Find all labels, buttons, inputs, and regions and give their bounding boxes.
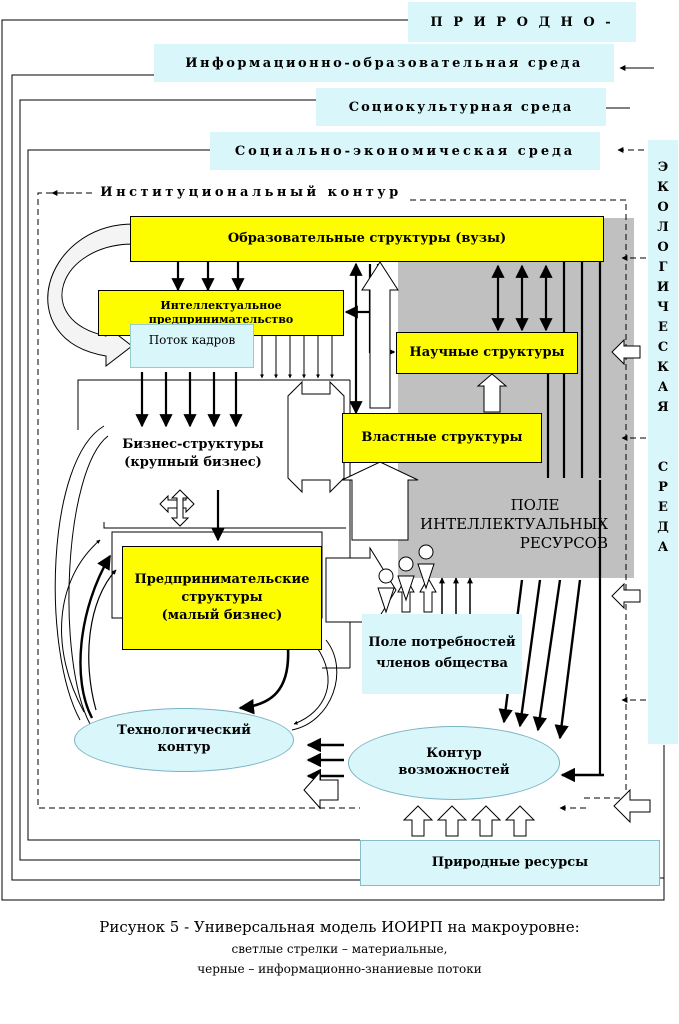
needs-line-2: членов общества	[376, 656, 508, 671]
big-business-label: Бизнес-структуры (крупный бизнес)	[118, 436, 268, 472]
big-business-line-1: Бизнес-структуры	[122, 437, 264, 452]
intellectual-line-1: Интеллектуальное	[160, 298, 282, 312]
tech-line-1: Технологический	[117, 723, 251, 739]
science-structures-box: Научные структуры	[396, 332, 578, 374]
eco-letter: С	[657, 340, 669, 355]
big-business-line-2: (крупный бизнес)	[124, 455, 262, 471]
natural-resources-box: Природные ресурсы	[360, 840, 660, 886]
eco-letter: Д	[657, 520, 669, 535]
field-line-3: РЕСУРСОВ	[519, 533, 608, 552]
thin-down-arrows	[260, 336, 334, 379]
tech-line-2: контур	[157, 740, 211, 755]
information-education-bar: Информационно-образовательная среда	[154, 44, 614, 82]
eco-letter: Е	[658, 320, 668, 335]
needs-field-box: Поле потребностей членов общества	[362, 614, 522, 694]
intellectual-resources-field-label: ПОЛЕ ИНТЕЛЛЕКТУАЛЬНЫХ РЕСУРСОВ	[420, 496, 620, 552]
environment-frames	[1, 19, 665, 901]
eco-letter: А	[657, 540, 669, 555]
small-business-line-2: структуры	[181, 589, 263, 605]
figure-caption-line-1: светлые стрелки – материальные,	[231, 942, 448, 956]
people-icon	[377, 544, 435, 614]
ecological-environment-bar: Э К О Л О Г И Ч Е С К А Я С Р Е Д А	[648, 140, 678, 744]
eco-letter: С	[657, 460, 669, 475]
small-business-line-3: (малый бизнес)	[161, 608, 283, 624]
power-structures-box: Властные структуры	[342, 413, 542, 463]
institutional-contour-label: Институциональный контур	[92, 185, 410, 200]
technology-contour-ellipse: Технологический контур	[74, 708, 294, 772]
small-business-box: Предпринимательские структуры (малый биз…	[122, 546, 322, 650]
socio-economic-bar: Социально-экономическая среда	[210, 132, 600, 170]
figure-caption-title: Рисунок 5 - Универсальная модель ИОИРП н…	[99, 918, 580, 936]
opp-line-2: возможностей	[398, 763, 510, 778]
opportunity-contour-ellipse: Контур возможностей	[348, 726, 560, 800]
white-material-arrows	[159, 261, 651, 837]
eco-letter: К	[657, 180, 669, 195]
eco-letter: О	[657, 200, 669, 215]
field-line-1: ПОЛЕ	[510, 496, 560, 514]
eco-letter: О	[657, 240, 669, 255]
field-line-2: ИНТЕЛЛЕКТУАЛЬНЫХ	[420, 514, 609, 533]
eco-letter: Р	[658, 480, 668, 495]
eco-letter: Ч	[657, 300, 669, 315]
sociocultural-bar: Социокультурная среда	[316, 88, 606, 126]
eco-letter: И	[656, 280, 670, 295]
eco-letter: Я	[657, 400, 669, 415]
environment-inputs	[617, 65, 654, 153]
eco-letter: А	[657, 380, 669, 395]
opp-line-1: Контур	[426, 746, 482, 762]
natural-environment-bar: П Р И Р О Д Н О -	[408, 2, 636, 42]
black-info-arrows	[135, 262, 553, 542]
intellectual-line-2: предпринимательство	[148, 313, 294, 326]
eco-letter: К	[657, 360, 669, 375]
small-business-line-1: Предпринимательские	[134, 571, 310, 587]
eco-letter: Л	[657, 220, 669, 235]
eco-letter: Е	[658, 500, 668, 515]
personnel-flow-box: Поток кадров	[130, 324, 254, 368]
curved-white-arrow	[47, 223, 135, 368]
eco-letter: Г	[658, 260, 668, 275]
figure-caption-line-2: черные – информационно-знаниевые потоки	[197, 962, 482, 976]
needs-thin-arrows	[439, 577, 473, 614]
education-structures-box: Образовательные структуры (вузы)	[130, 216, 604, 262]
needs-line-1: Поле потребностей	[368, 635, 516, 651]
technology-curves	[54, 425, 338, 731]
eco-letter: Э	[657, 160, 669, 175]
